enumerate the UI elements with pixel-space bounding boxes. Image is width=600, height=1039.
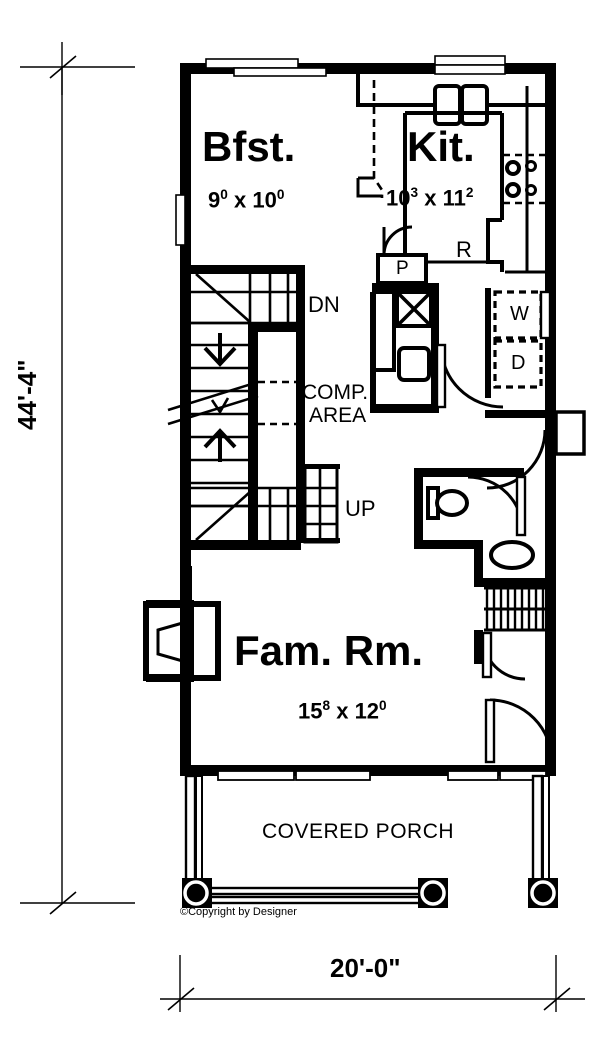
kit-dim-sep: x (424, 185, 437, 211)
dimension-lines (20, 42, 585, 1012)
door-swing-hall (435, 343, 504, 409)
kit-dim-b-sup: 2 (465, 185, 474, 200)
washer-box (493, 290, 543, 340)
covered-porch (182, 774, 558, 908)
covered-porch-label: COVERED PORCH (262, 820, 455, 843)
kit-dim-a-sup: 3 (410, 185, 419, 200)
down-arrow-icon (203, 333, 237, 367)
pantry-box (376, 253, 428, 285)
staircase (167, 265, 340, 550)
lavatory-icon (489, 540, 535, 570)
computer-area-label-line1: COMP. (302, 381, 369, 404)
pantry-and-utility (370, 225, 439, 413)
room-label-kitchen: Kit. (407, 123, 475, 170)
room-dimensions-breakfast: 90 x 100 (208, 188, 284, 211)
bfst-dim-sep: x (233, 187, 247, 213)
up-arrow-icon (203, 428, 237, 462)
entry-door-right (554, 410, 586, 456)
stair-hatching (484, 586, 548, 632)
bfst-dim-a-sup: 0 (220, 187, 228, 202)
fam-dim-sep: x (336, 698, 349, 724)
dryer-label: D (511, 352, 526, 374)
computer-area-label-line2: AREA (309, 404, 367, 427)
fam-dim-b-sup: 0 (379, 698, 387, 713)
kit-dim-b: 11 (442, 185, 466, 211)
kitchen-cabinetry (356, 74, 545, 274)
stairs-down-label: DN (308, 292, 340, 317)
room-label-breakfast: Bfst. (202, 123, 296, 170)
room-dimensions-family-room: 158 x 120 (298, 699, 387, 722)
fam-dim-a-sup: 8 (322, 698, 331, 713)
door-swing-family-room (484, 698, 554, 764)
copyright-notice: ©Copyright by Designer (180, 906, 297, 918)
windows-bottom-wall (217, 770, 547, 781)
bfst-dim-a: 9 (208, 187, 221, 213)
washer-label: W (510, 303, 529, 325)
fam-dim-b: 12 (354, 698, 380, 724)
bfst-dim-b: 10 (252, 187, 277, 213)
refrigerator-label: R (456, 237, 472, 262)
room-dimensions-kitchen: 103 x 112 (386, 186, 473, 209)
fam-dim-a: 15 (298, 698, 323, 724)
bathroom (414, 468, 548, 681)
windows-top-wall (205, 55, 506, 77)
laundry-washer-dryer (485, 288, 555, 418)
cooktop-icon (503, 153, 545, 205)
overall-height-dimension: 44'-4" (12, 359, 42, 430)
porch-columns (182, 878, 558, 908)
stairs-up-label: UP (345, 496, 376, 521)
kit-dim-a: 10 (386, 185, 411, 211)
window-left-breakfast (175, 194, 186, 246)
dryer-box (493, 339, 543, 389)
bfst-dim-b-sup: 0 (276, 187, 285, 202)
pantry-label: P (396, 258, 409, 279)
toilet-bowl-icon (435, 489, 469, 517)
overall-width-dimension: 20'-0" (330, 953, 401, 983)
fireplace (143, 566, 221, 682)
room-label-family-room: Fam. Rm. (234, 627, 424, 674)
sink-icon (397, 346, 431, 382)
